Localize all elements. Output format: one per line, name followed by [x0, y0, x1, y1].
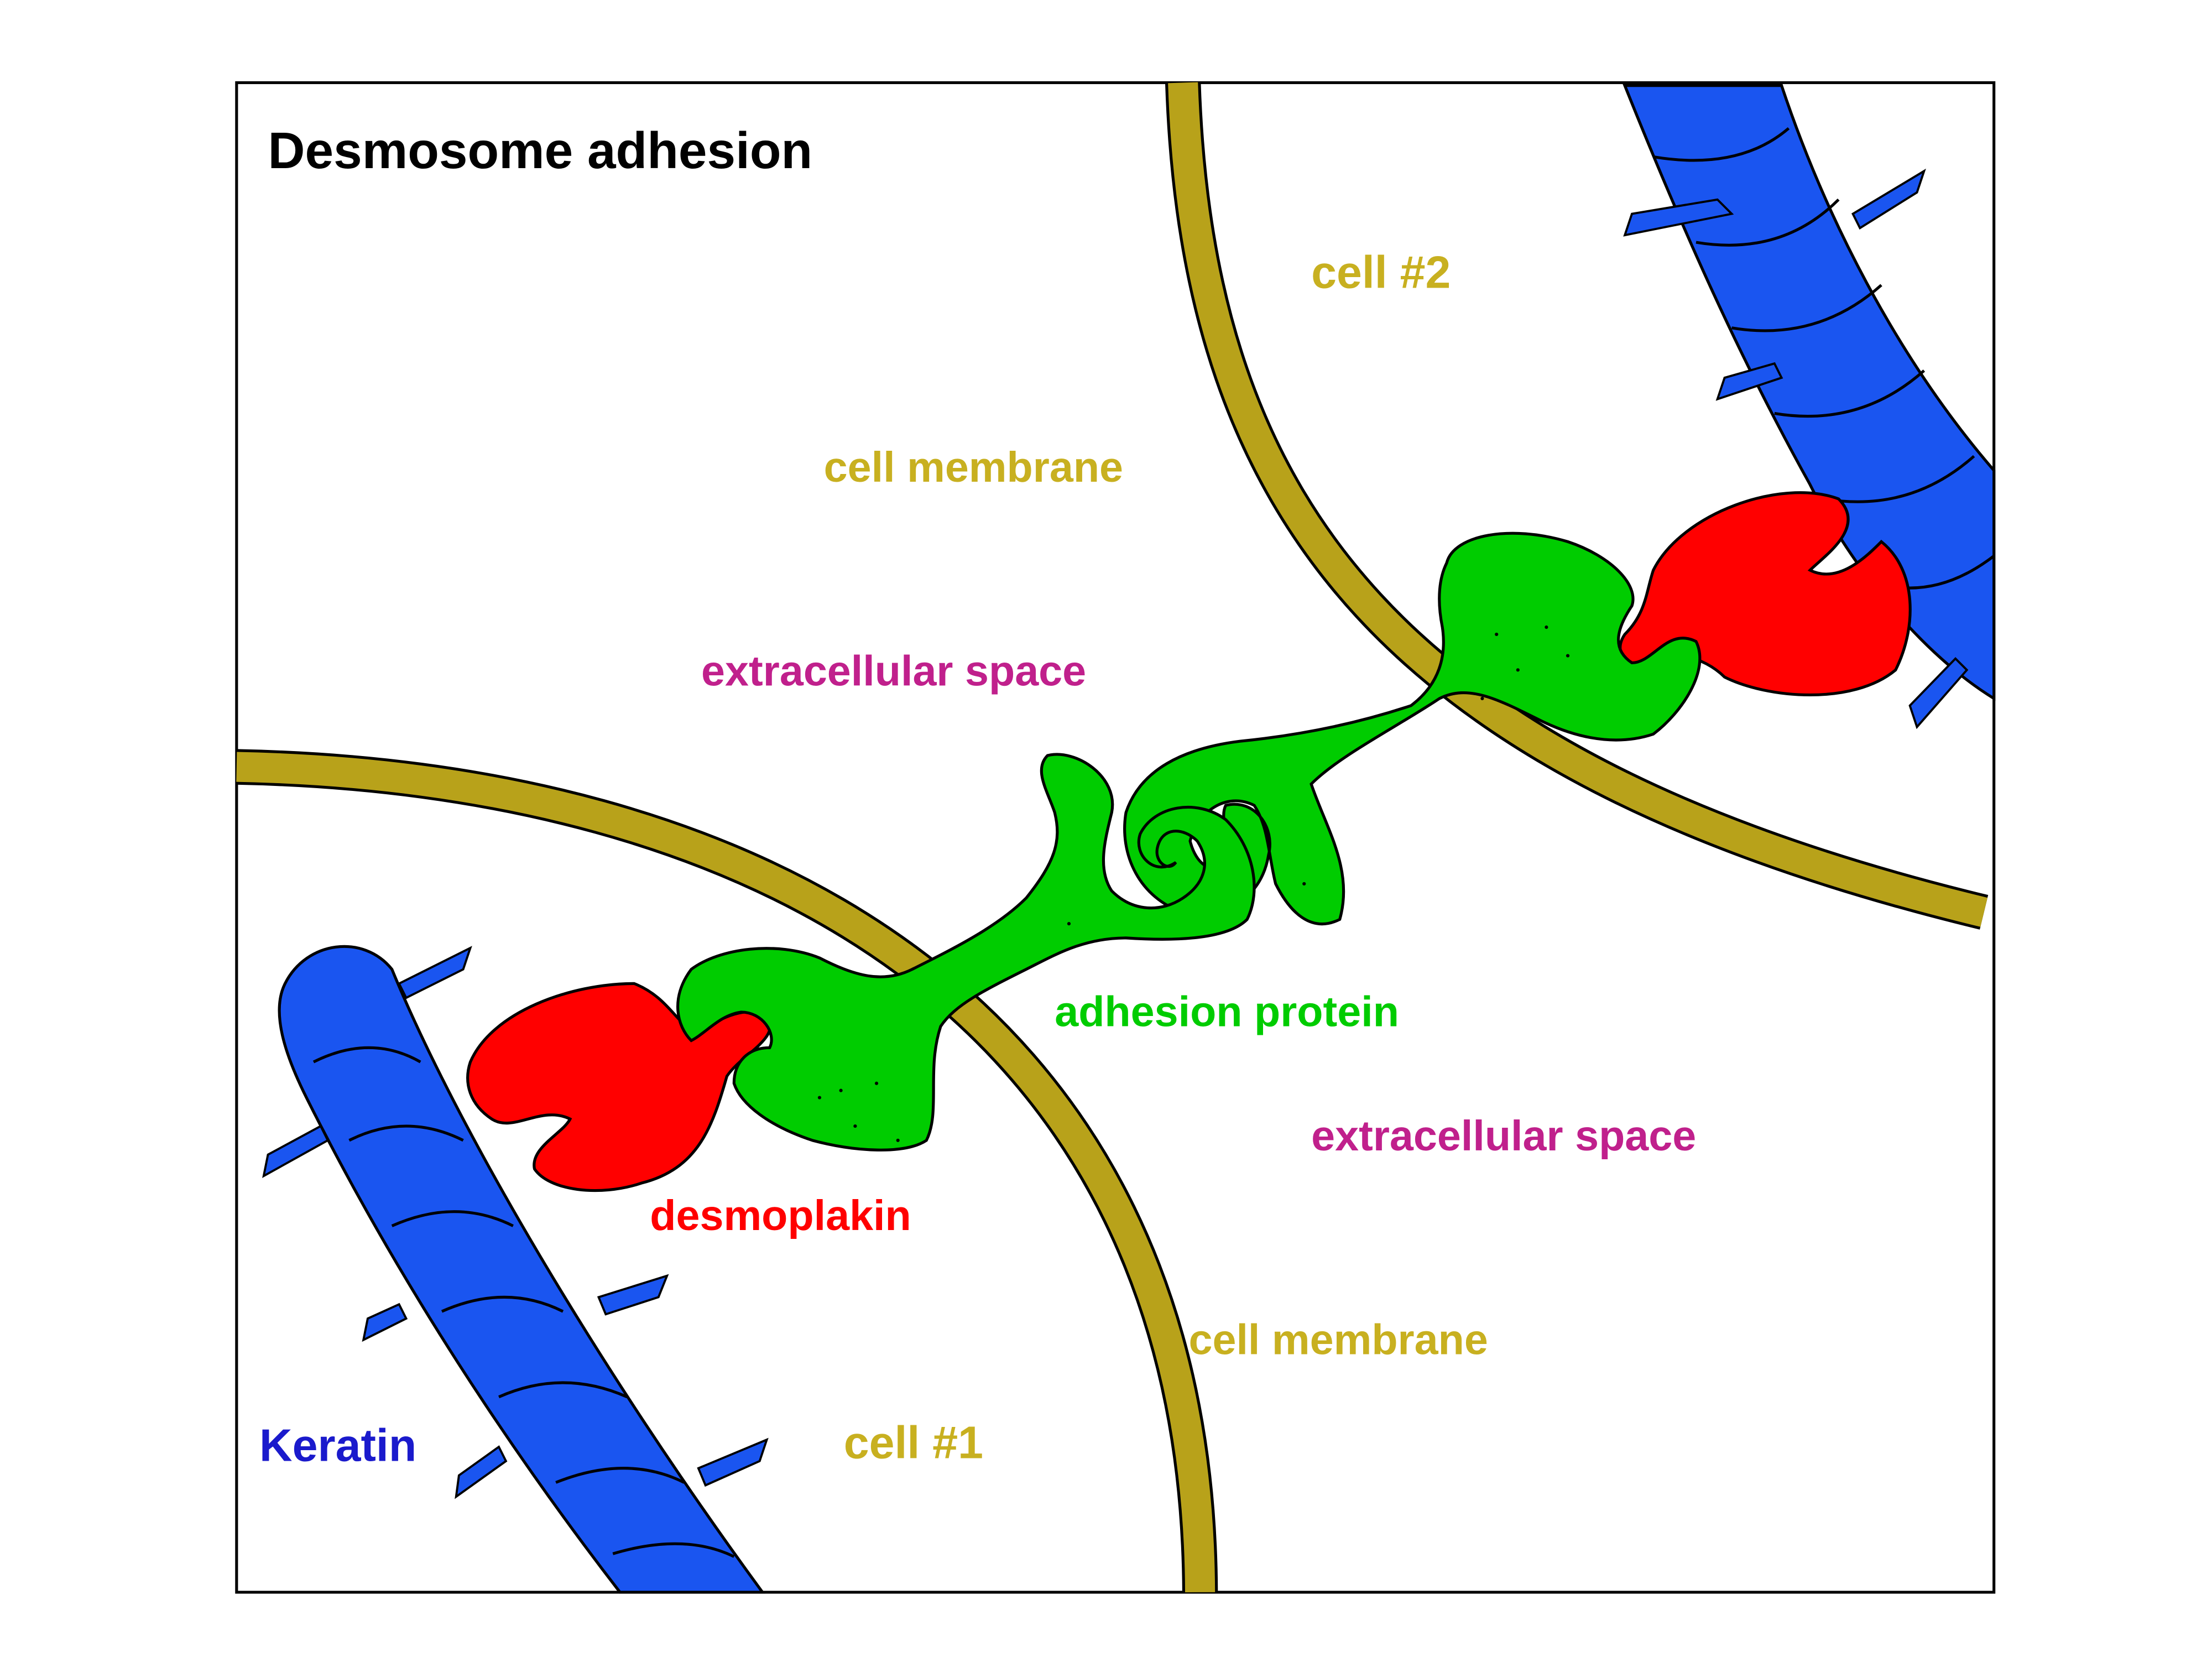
- protein-texture-dots: [817, 625, 1570, 1142]
- label-extracellular-space-top: extracellular space: [701, 648, 1086, 695]
- label-cell1: cell #1: [844, 1418, 983, 1468]
- adhesion-protein-cell2: [1123, 532, 1702, 926]
- adhesion-protein-cell1: [676, 753, 1256, 1152]
- label-adhesion-protein: adhesion protein: [1055, 988, 1399, 1036]
- diagram-title: Desmosome adhesion: [268, 122, 813, 179]
- label-extracellular-space-bottom: extracellular space: [1311, 1112, 1696, 1160]
- label-desmoplakin: desmoplakin: [650, 1192, 911, 1239]
- cell-membrane-cell1: [236, 749, 1218, 1593]
- label-keratin: Keratin: [259, 1420, 416, 1471]
- label-cell-membrane-top: cell membrane: [824, 444, 1123, 491]
- label-cell-membrane-bottom: cell membrane: [1188, 1316, 1488, 1363]
- cell-membrane-cell2: [1165, 82, 1989, 930]
- keratin-filament-cell1: [262, 945, 769, 1594]
- label-cell2: cell #2: [1311, 247, 1451, 298]
- keratin-filament-cell2: [1623, 84, 1996, 730]
